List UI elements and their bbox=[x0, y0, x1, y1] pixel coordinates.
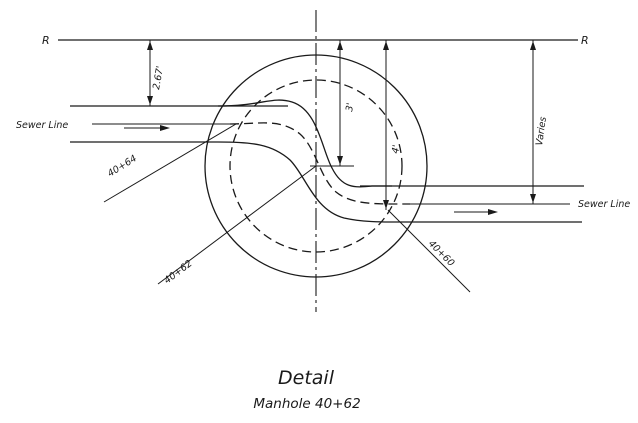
station-outlet-label: 40+60 bbox=[426, 238, 457, 269]
dim-offset-left-arrow-bottom-icon bbox=[147, 96, 153, 105]
sewer-line-label-right: Sewer Line bbox=[578, 199, 630, 210]
sewer-line-label-left: Sewer Line bbox=[16, 120, 68, 131]
dim-radius-arrow-bottom-icon bbox=[337, 156, 343, 165]
station-inlet-leader bbox=[103, 123, 237, 203]
dim-radius-arrow-top-icon bbox=[337, 41, 343, 50]
property-line-label-left: R bbox=[42, 34, 50, 47]
sewer-outlet-arrow-icon bbox=[488, 209, 498, 215]
channel-outer-edge bbox=[217, 99, 392, 188]
station-center-leader bbox=[157, 165, 317, 285]
dim-varies-label: Varies bbox=[534, 116, 549, 146]
dim-varies-arrow-bottom-icon bbox=[530, 194, 536, 203]
channel-centerline bbox=[229, 122, 411, 205]
sewer-inlet-arrow-icon bbox=[160, 125, 170, 131]
drawing-subtitle: Manhole 40+62 bbox=[253, 396, 360, 412]
drawing-title: Detail bbox=[278, 367, 335, 389]
property-line-label-right: R bbox=[581, 34, 589, 47]
station-inlet-label: 40+64 bbox=[106, 153, 139, 179]
dim-offset-left-label: 2.67' bbox=[151, 65, 166, 90]
dim-offset-left-arrow-top-icon bbox=[147, 41, 153, 50]
dim-invert-label: 4' bbox=[390, 144, 402, 154]
dim-radius-label: 3' bbox=[344, 102, 356, 112]
manhole-outer-wall bbox=[204, 54, 428, 278]
channel-inner-edge bbox=[217, 141, 399, 223]
station-outlet-leader bbox=[387, 209, 471, 293]
station-center-label: 40+62 bbox=[162, 258, 194, 286]
dim-varies-arrow-top-icon bbox=[530, 41, 536, 50]
dim-invert-arrow-bottom-icon bbox=[383, 200, 389, 209]
dim-invert-arrow-top-icon bbox=[383, 41, 389, 50]
manhole-inner-wall bbox=[229, 79, 403, 253]
